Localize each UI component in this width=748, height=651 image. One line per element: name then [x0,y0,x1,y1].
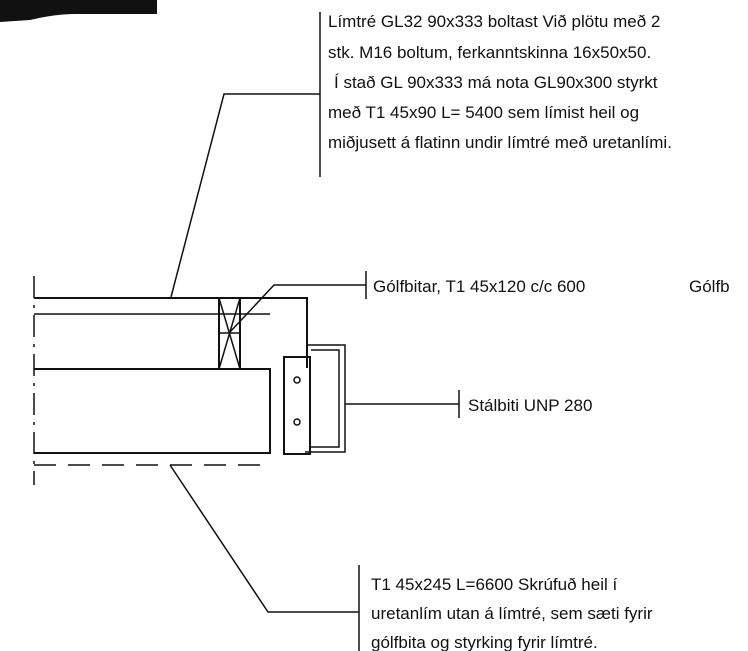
floor-joist-note: Gólfbitar, T1 45x120 c/c 600 [373,277,585,296]
joist-leader [229,284,366,333]
glulam-note-line-3: Í stað GL 90x333 má nota GL90x300 styrkt [334,73,658,92]
bolt-2 [293,418,301,426]
glulam-note-line-4: með T1 45x90 L= 5400 sem límist heil og [328,103,639,122]
timber-note-line-3: gólfbita og styrking fyrir límtré. [371,633,598,651]
bolt-1 [293,376,301,384]
glulam-note-line-5: miðjusett á flatinn undir límtré með ure… [328,133,672,152]
glulam-leader [170,93,320,298]
floor-joist-note-cut: Gólfb [689,277,730,296]
timber-note-line-2: uretanlím utan á límtré, sem sæti fyrir [371,604,653,623]
glulam-note-line-1: Límtré GL32 90x333 boltast Við plötu með… [328,12,660,31]
cropped-black-shape [0,0,157,22]
steel-beam-note: Stálbiti UNP 280 [468,396,592,415]
steel-channel-inner [311,349,340,448]
steel-plate [283,356,311,455]
timber-leader [169,464,359,613]
timber-note-line-1: T1 45x245 L=6600 Skrúfuð heil í [371,575,617,594]
steel-channel-outer [305,344,346,453]
timber-member-outline [34,368,271,454]
glulam-beam-outline [34,297,308,368]
glulam-note-line-2: stk. M16 boltum, ferkanntskinna 16x50x50… [328,43,651,62]
